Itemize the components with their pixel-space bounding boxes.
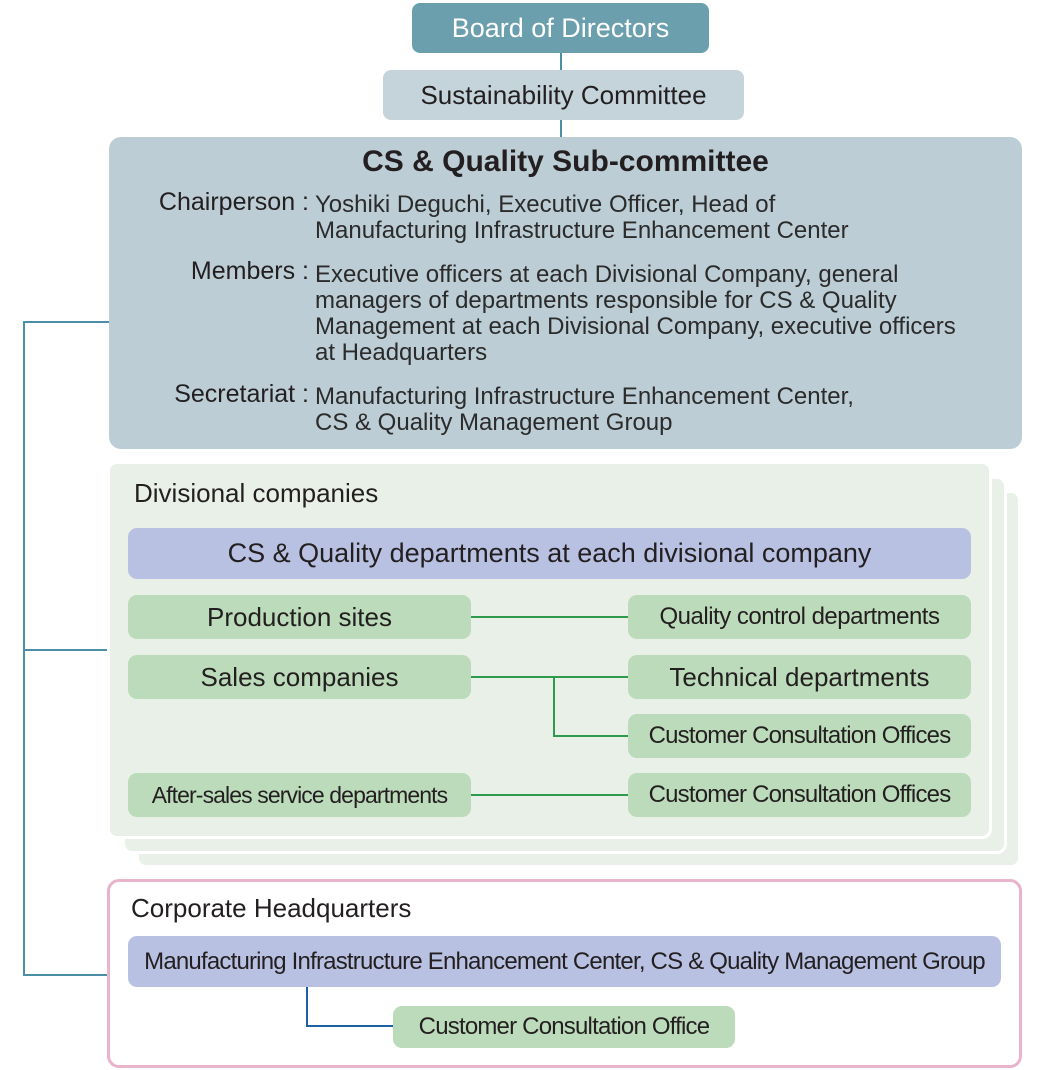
customer-consultation-offices-box-1: Customer Consultation Offices bbox=[628, 714, 971, 758]
divisional-companies-title: Divisional companies bbox=[134, 478, 379, 508]
cs-quality-subcommittee-box: CS & Quality Sub-committee Chairperson :… bbox=[109, 137, 1022, 449]
chairperson-line-1: Yoshiki Deguchi, Executive Officer, Head… bbox=[315, 191, 776, 218]
sustainability-committee-box: Sustainability Committee bbox=[383, 70, 744, 120]
board-to-committee-line bbox=[560, 53, 562, 70]
sales-to-consultation-line bbox=[553, 735, 628, 737]
secretariat-line-2: CS & Quality Management Group bbox=[315, 409, 673, 436]
mfg-to-consultation-horizontal-line bbox=[306, 1025, 393, 1027]
corporate-headquarters-title: Corporate Headquarters bbox=[131, 893, 412, 923]
chairperson-line-2: Manufacturing Infrastructure Enhancement… bbox=[315, 217, 849, 244]
after-sales-service-departments-box: After-sales service departments bbox=[128, 773, 471, 817]
mfg-to-consultation-vertical-line bbox=[306, 987, 308, 1027]
customer-consultation-offices-box-2: Customer Consultation Offices bbox=[628, 773, 971, 817]
bracket-to-subcommittee-line bbox=[23, 321, 109, 323]
sales-branch-vertical-line bbox=[553, 676, 555, 737]
secretariat-value: Manufacturing Infrastructure Enhancement… bbox=[315, 384, 1015, 436]
board-of-directors-box: Board of Directors bbox=[412, 3, 709, 53]
technical-departments-box: Technical departments bbox=[628, 655, 971, 699]
sales-to-technical-line bbox=[471, 676, 628, 678]
members-line-1: Executive officers at each Divisional Co… bbox=[315, 261, 899, 288]
after-sales-to-consultation-line bbox=[471, 794, 628, 796]
quality-control-departments-box: Quality control departments bbox=[628, 595, 971, 639]
chairperson-label: Chairperson : bbox=[158, 188, 309, 216]
cs-quality-departments-box: CS & Quality departments at each divisio… bbox=[128, 528, 971, 579]
production-sites-box: Production sites bbox=[128, 595, 471, 639]
members-value: Executive officers at each Divisional Co… bbox=[315, 262, 1015, 366]
production-to-qc-line bbox=[471, 616, 628, 618]
members-line-2: managers of departments responsible for … bbox=[315, 287, 897, 314]
sales-companies-box: Sales companies bbox=[128, 655, 471, 699]
manufacturing-center-box: Manufacturing Infrastructure Enhancement… bbox=[128, 936, 1001, 987]
secretariat-line-1: Manufacturing Infrastructure Enhancement… bbox=[315, 383, 854, 410]
left-bracket-vertical-line bbox=[23, 321, 25, 975]
committee-to-subcommittee-line bbox=[560, 120, 562, 137]
customer-consultation-office-box: Customer Consultation Office bbox=[393, 1006, 735, 1048]
members-line-4: at Headquarters bbox=[315, 339, 488, 366]
bracket-to-headquarters-line bbox=[23, 974, 128, 976]
subcommittee-title: CS & Quality Sub-committee bbox=[362, 145, 769, 178]
chairperson-value: Yoshiki Deguchi, Executive Officer, Head… bbox=[315, 192, 1015, 244]
bracket-to-divisional-line bbox=[23, 649, 107, 651]
members-line-3: Management at each Divisional Company, e… bbox=[315, 313, 956, 340]
members-label: Members : bbox=[190, 257, 309, 285]
secretariat-label: Secretariat : bbox=[174, 380, 309, 408]
